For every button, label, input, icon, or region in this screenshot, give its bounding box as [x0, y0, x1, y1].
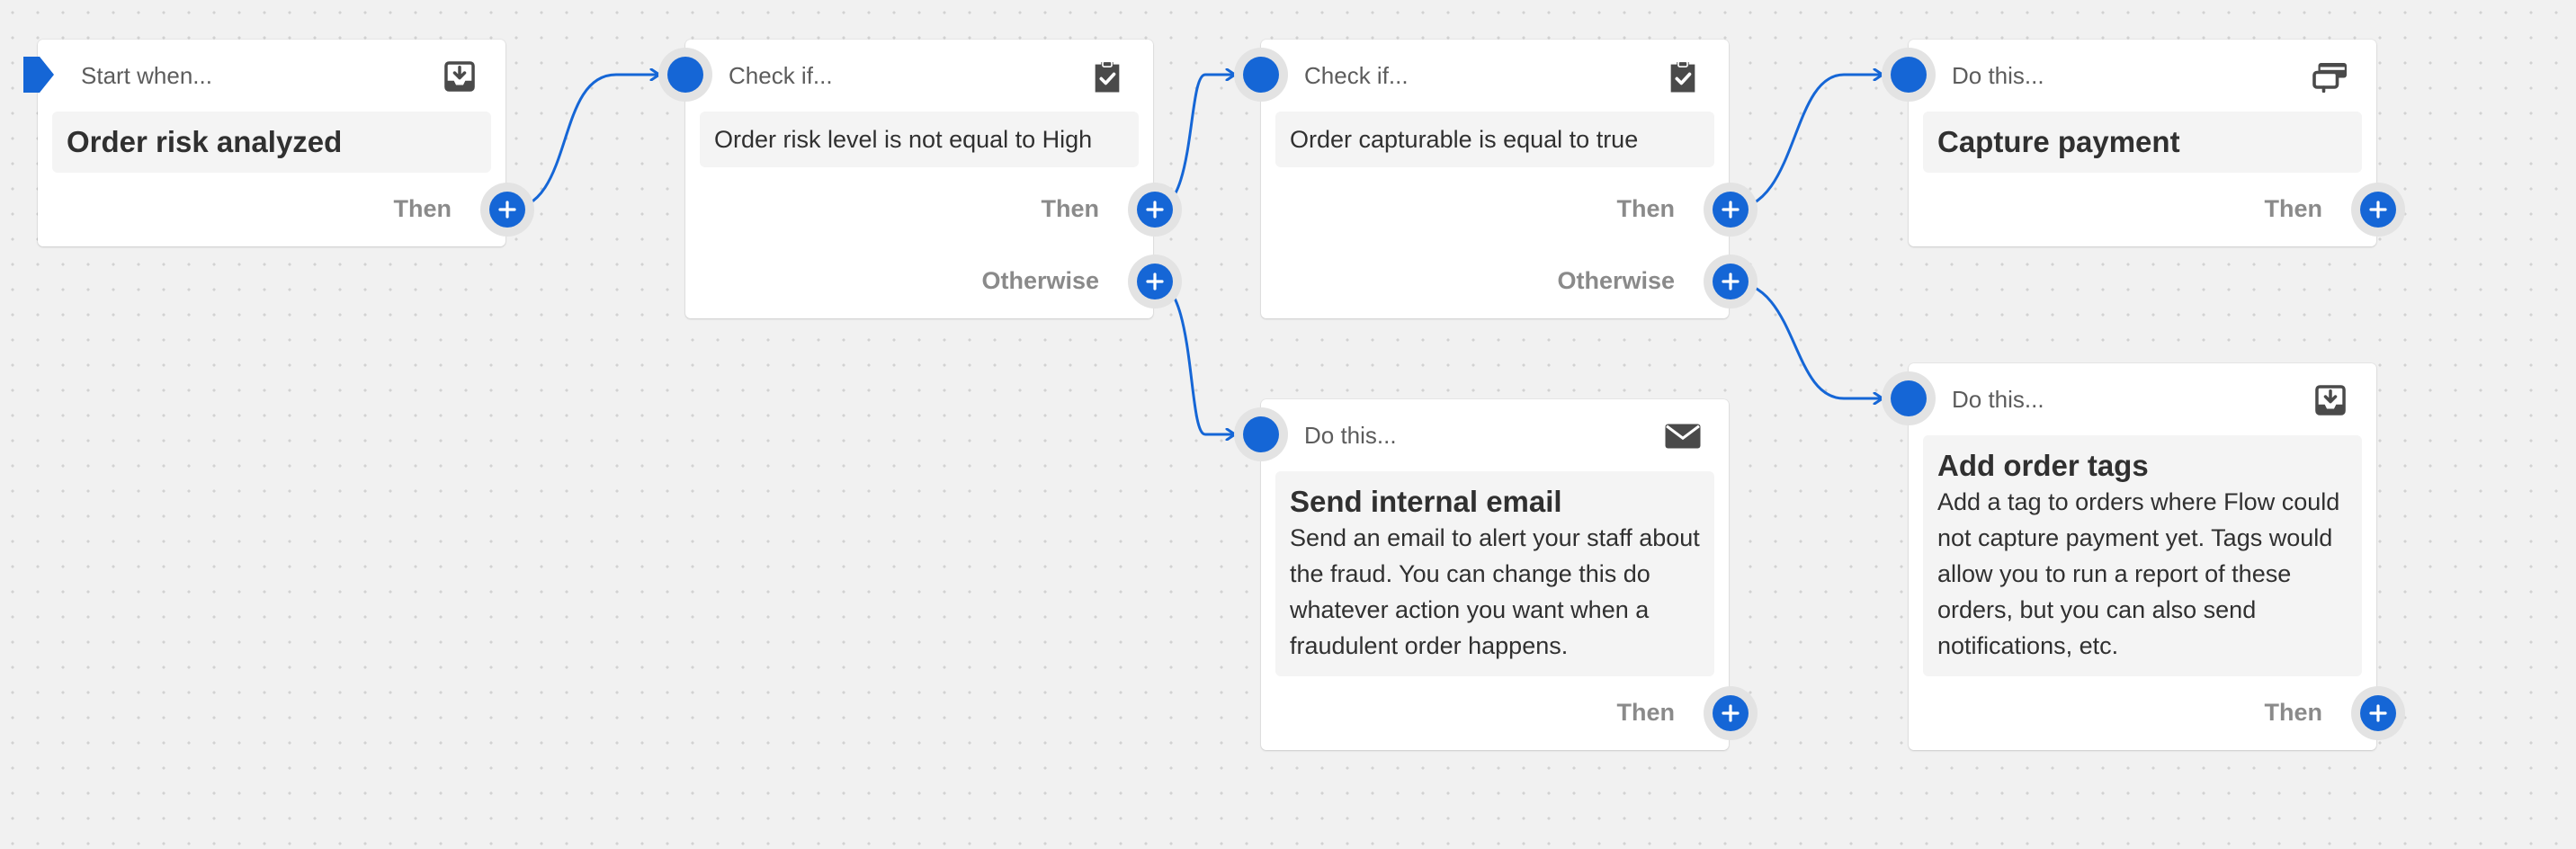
card-body: Order risk level is not equal to High	[700, 112, 1139, 167]
condition-card-1[interactable]: Check if... Order risk level is not equa…	[685, 40, 1153, 318]
inbox-download-icon	[441, 58, 479, 95]
otherwise-label: Otherwise	[981, 267, 1099, 294]
plus-icon	[2360, 695, 2396, 731]
card-body: Order risk analyzed	[52, 112, 491, 173]
add-order-tags-input-port[interactable]	[1882, 371, 1936, 425]
input-dot	[1243, 416, 1279, 452]
action-card-add-order-tags[interactable]: Do this... Add order tags Add a tag to o…	[1909, 363, 2376, 750]
condition-text: Order capturable is equal to true	[1290, 126, 1639, 153]
trigger-card[interactable]: Start when... Order risk analyzed Then	[38, 40, 505, 246]
capture-payment-input-port[interactable]	[1882, 48, 1936, 102]
input-dot	[1891, 57, 1927, 93]
card-body: Add order tags Add a tag to orders where…	[1923, 435, 2362, 676]
then-label: Then	[1616, 195, 1676, 222]
plus-icon	[489, 192, 525, 228]
then-label: Then	[2264, 195, 2323, 222]
card-header: Do this...	[1909, 363, 2376, 435]
then-label: Then	[2264, 699, 2323, 726]
card-body: Send internal email Send an email to ale…	[1275, 471, 1714, 676]
action-card-capture-payment[interactable]: Do this... Capture payment Then	[1909, 40, 2376, 246]
add-order-tags-then-add-button[interactable]	[2351, 686, 2405, 740]
connector-condition-2-otherwise-to-tags	[1730, 280, 1883, 398]
send-email-input-port[interactable]	[1234, 407, 1288, 461]
plus-icon	[1713, 192, 1749, 228]
action-card-send-email[interactable]: Do this... Send internal email Send an e…	[1261, 399, 1729, 750]
plus-icon	[2360, 192, 2396, 228]
condition-text: Order risk level is not equal to High	[714, 126, 1093, 153]
plus-icon	[1137, 192, 1173, 228]
card-header: Check if...	[685, 40, 1153, 112]
card-type-label: Do this...	[1304, 421, 1397, 449]
input-dot	[667, 57, 703, 93]
card-header: Start when...	[38, 40, 505, 112]
card-title: Add order tags	[1937, 449, 2149, 482]
condition-1-then-add-button[interactable]	[1128, 183, 1182, 237]
card-title: Capture payment	[1937, 125, 2180, 158]
card-description: Send an email to alert your staff about …	[1290, 524, 1700, 659]
trigger-then-add-button[interactable]	[480, 183, 534, 237]
condition-1-input-port[interactable]	[658, 48, 712, 102]
condition-1-otherwise-add-button[interactable]	[1128, 255, 1182, 308]
card-type-label: Do this...	[1952, 385, 2044, 413]
card-description: Add a tag to orders where Flow could not…	[1937, 488, 2340, 659]
start-marker-icon	[23, 57, 54, 93]
card-title: Send internal email	[1290, 485, 1562, 518]
clipboard-check-icon	[1088, 58, 1126, 95]
card-title: Order risk analyzed	[67, 125, 343, 158]
condition-2-then-add-button[interactable]	[1704, 183, 1758, 237]
send-email-then-add-button[interactable]	[1704, 686, 1758, 740]
card-header: Do this...	[1909, 40, 2376, 112]
connector-condition-2-then-to-capture	[1730, 75, 1883, 211]
condition-card-2[interactable]: Check if... Order capturable is equal to…	[1261, 40, 1729, 318]
clipboard-check-icon	[1664, 58, 1702, 95]
plus-icon	[1713, 264, 1749, 299]
then-label: Then	[393, 195, 452, 222]
capture-payment-then-add-button[interactable]	[2351, 183, 2405, 237]
connector-trigger-to-condition-1	[506, 75, 659, 211]
plus-icon	[1713, 695, 1749, 731]
card-type-label: Check if...	[1304, 61, 1409, 89]
card-body: Capture payment	[1923, 112, 2362, 173]
input-dot	[1891, 380, 1927, 416]
condition-2-otherwise-add-button[interactable]	[1704, 255, 1758, 308]
condition-2-input-port[interactable]	[1234, 48, 1288, 102]
card-body: Order capturable is equal to true	[1275, 112, 1714, 167]
card-type-label: Check if...	[729, 61, 833, 89]
payment-icon	[2312, 58, 2349, 95]
otherwise-label: Otherwise	[1557, 267, 1675, 294]
card-header: Check if...	[1261, 40, 1729, 112]
inbox-download-icon	[2312, 381, 2349, 419]
then-label: Then	[1616, 699, 1676, 726]
envelope-icon	[1664, 417, 1702, 455]
card-header: Do this...	[1261, 399, 1729, 471]
card-type-label: Do this...	[1952, 61, 2044, 89]
plus-icon	[1137, 264, 1173, 299]
card-type-label: Start when...	[81, 61, 212, 89]
input-dot	[1243, 57, 1279, 93]
then-label: Then	[1041, 195, 1100, 222]
